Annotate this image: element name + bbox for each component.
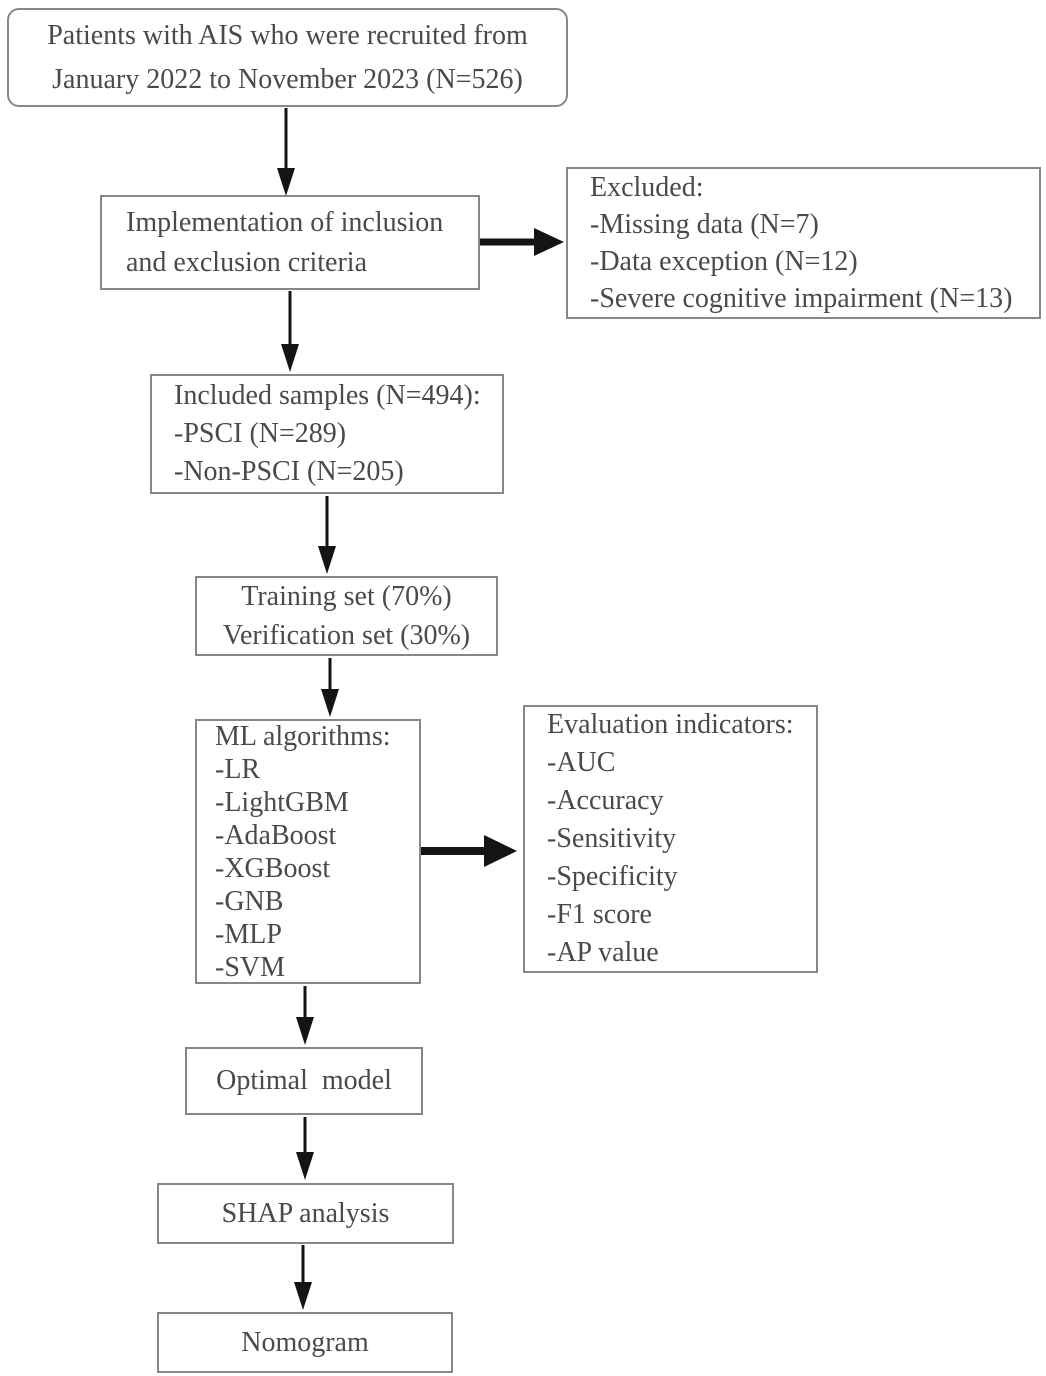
box-eval-title: Evaluation indicators: [547,709,794,740]
box-ml-algorithms: ML algorithms: -LR -LightGBM -AdaBoost -… [195,719,421,984]
box-ml-item-mlp: -MLP [215,918,282,950]
box-recruited-patients: Patients with AIS who were recruited fro… [7,8,568,107]
box-ml-item-lr: -LR [215,753,261,785]
box-ml-item-adaboost: -AdaBoost [215,819,337,851]
box-ml-title: ML algorithms: [215,720,391,752]
box-ml-item-lightgbm: -LightGBM [215,786,349,818]
box-excluded: Excluded: -Missing data (N=7) -Data exce… [566,167,1041,319]
arrow-down-optimal-to-shap [296,1117,314,1180]
box-eval-item-auc: -AUC [547,747,616,778]
box-included-item-non-psci: -Non-PSCI (N=205) [174,456,404,487]
box-split-verification: Verification set (30%) [222,620,471,651]
box-criteria-line-2: and exclusion criteria [126,246,368,278]
box-evaluation-indicators: Evaluation indicators: -AUC -Accuracy -S… [523,705,818,973]
box-nomogram: Nomogram [157,1312,453,1373]
box-ml-item-xgboost: -XGBoost [215,852,331,884]
box-criteria-line-1: Implementation of inclusion [126,206,444,238]
box-eval-item-sensitivity: -Sensitivity [547,823,677,854]
arrow-down-criteria-to-included [281,291,299,372]
box-eval-item-f1-score: -F1 score [547,899,652,930]
box-included-samples: Included samples (N=494): -PSCI (N=289) … [150,374,504,494]
box-excluded-item-missing-data: -Missing data (N=7) [590,209,819,240]
box-nomogram-label: Nomogram [241,1326,369,1358]
box-shap-label: SHAP analysis [221,1197,390,1229]
box-excluded-title: Excluded: [590,172,704,203]
box-optimal-model: Optimal model [185,1047,423,1115]
box-included-item-psci: -PSCI (N=289) [174,418,347,449]
box-eval-item-accuracy: -Accuracy [547,785,664,816]
box-excluded-item-cognitive-impairment: -Severe cognitive impairment (N=13) [590,283,1013,314]
arrow-down-shap-to-nomogram [294,1245,312,1310]
box-dataset-split: Training set (70%) Verification set (30%… [195,576,498,656]
arrow-down-split-to-ml [321,658,339,717]
arrow-down-recruited-to-criteria [277,108,295,196]
box-shap-analysis: SHAP analysis [157,1183,454,1244]
box-optimal-label: Optimal model [216,1065,392,1096]
arrow-right-criteria-to-excluded [480,228,564,256]
box-recruited-line-1: Patients with AIS who were recruited fro… [47,19,528,51]
arrow-right-ml-to-evaluation [421,835,517,867]
box-included-title: Included samples (N=494): [174,380,481,411]
box-eval-item-ap-value: -AP value [547,937,659,968]
box-excluded-item-data-exception: -Data exception (N=12) [590,246,858,277]
arrow-down-included-to-split [318,496,336,574]
box-ml-item-gnb: -GNB [215,885,284,917]
box-eval-item-specificity: -Specificity [547,861,678,892]
box-ml-item-svm: -SVM [215,951,286,983]
arrow-down-ml-to-optimal [296,986,314,1045]
box-split-training: Training set (70%) [241,581,452,612]
box-recruited-line-2: January 2022 to November 2023 (N=526) [52,63,523,95]
box-criteria: Implementation of inclusion and exclusio… [100,195,480,290]
